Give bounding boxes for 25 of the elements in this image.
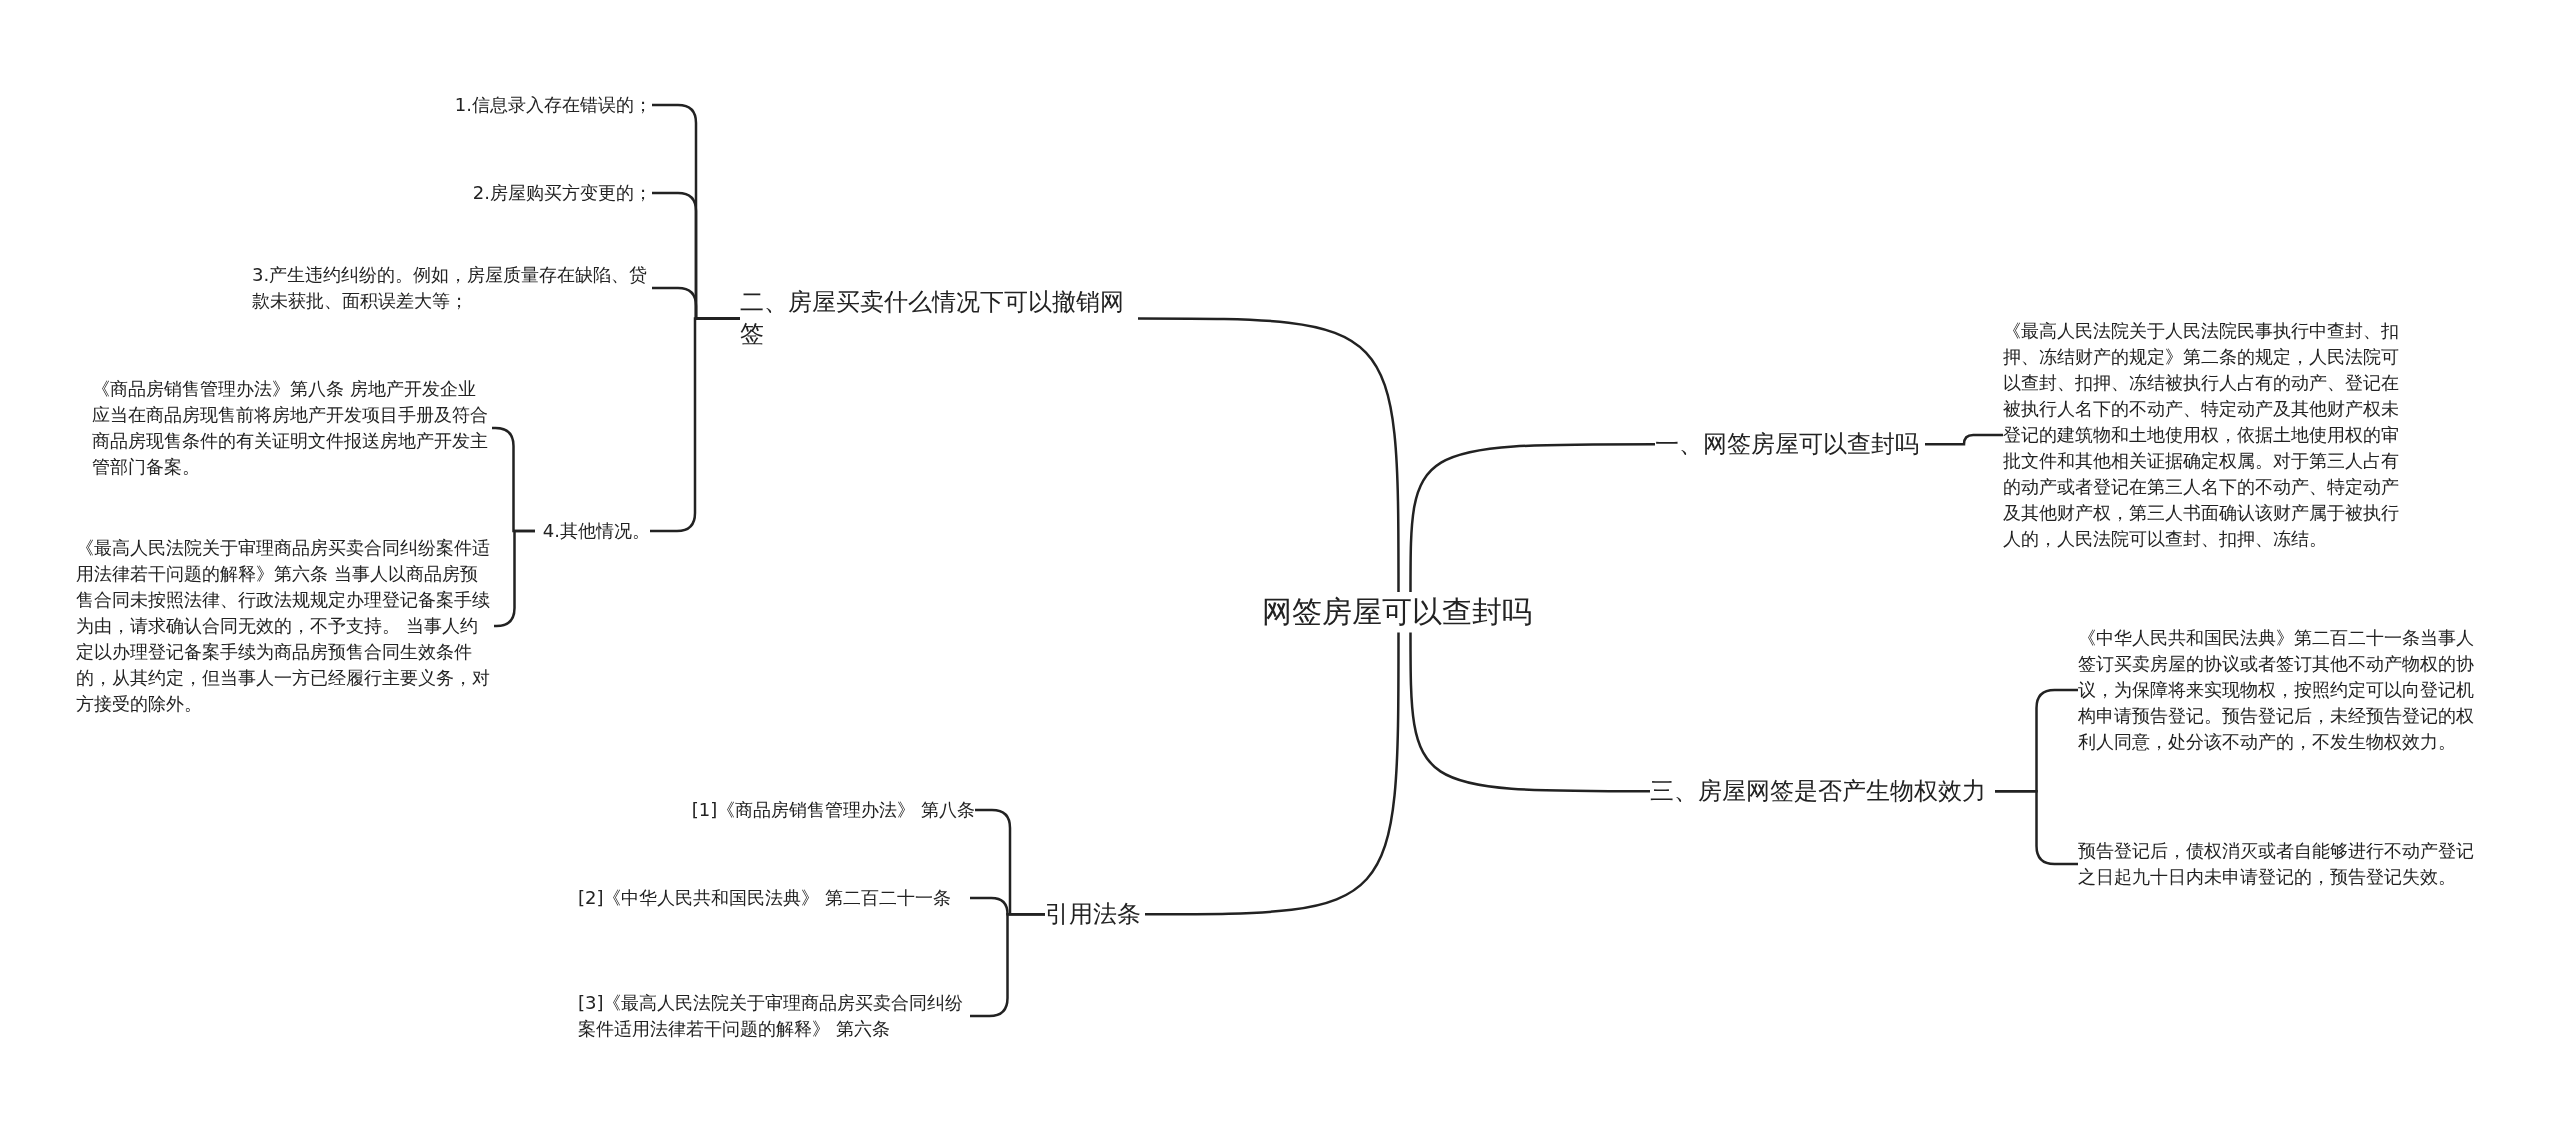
branch-topic: 引用法条 [1045, 898, 1145, 931]
connector-line [970, 912, 1045, 1018]
note-text: 4.其他情况。 [535, 518, 650, 544]
note-text: 《最高人民法院关于审理商品房买卖合同纠纷案件适用法律若干问题的解释》第六条 当事人以商品房预售合同未按照法律、行政法规规定办理登记备案手续为由，请求确认合同无效的，不予支持。 当事人约定以办理登记备案手续为商品房预售合同生效条件的，从其约定，但当事人一方已经履行主要义务，对方接受的除外。 [76, 535, 494, 717]
note-text: 《商品房销售管理办法》第八条 房地产开发企业应当在商品房现售前将房地产开发项目手册及符合商品房现售条件的有关证明文件报送房地产开发主管部门备案。 [92, 376, 492, 480]
connector-line [650, 317, 740, 533]
note-text: 预告登记后，债权消灭或者自能够进行不动产登记之日起九十日内未申请登记的，预告登记失效。 [2078, 838, 2478, 890]
branch-topic: 三、房屋网签是否产生物权效力 [1650, 775, 1995, 808]
connector-line [1409, 442, 1655, 592]
connector-line [1145, 632, 1400, 916]
connector-line [1995, 789, 2078, 866]
note-text: [2]《中华人民共和国民法典》 第二百二十一条 [578, 885, 970, 911]
note-text: 《中华人民共和国民法典》第二百二十一条当事人签订买卖房屋的协议或者签订其他不动产物权的协议，为保障将来实现物权，按照约定可以向登记机构申请预告登记。预告登记后，未经预告登记的权利人同意，处分该不动产的，不发生物权效力。 [2078, 625, 2478, 755]
connector-line [1925, 433, 2003, 446]
note-text: 3.产生违约纠纷的。例如，房屋质量存在缺陷、贷款未获批、面积误差大等； [252, 262, 652, 314]
branch-topic: 一、网签房屋可以查封吗 [1655, 428, 1925, 461]
branch-topic: 二、房屋买卖什么情况下可以撤销网签 [740, 286, 1138, 351]
note-text: 2.房屋购买方变更的； [300, 180, 652, 206]
note-text: 《最高人民法院关于人民法院民事执行中查封、扣押、冻结财产的规定》第二条的规定，人民法院可以查封、扣押、冻结被执行人占有的动产、登记在被执行人名下的不动产、特定动产及其他财产权未登记的建筑物和土地使用权，依据土地使用权的审批文件和其他相关证据确定权属。对于第三人占有的动产或者登记在第三人名下的不动产、特定动产及其他财产权，第三人书面确认该财产属于被执行人的，人民法院可以查封、扣押、冻结。 [2003, 318, 2403, 552]
connector-line [1409, 632, 1650, 793]
note-text: 1.信息录入存在错误的； [300, 92, 652, 118]
note-text: [1]《商品房销售管理办法》 第八条 [560, 797, 975, 823]
central-topic: 网签房屋可以查封吗 [1262, 592, 1547, 633]
connector-line [1138, 317, 1400, 592]
note-text: [3]《最高人民法院关于审理商品房买卖合同纠纷案件适用法律若干问题的解释》 第六条 [578, 990, 970, 1042]
